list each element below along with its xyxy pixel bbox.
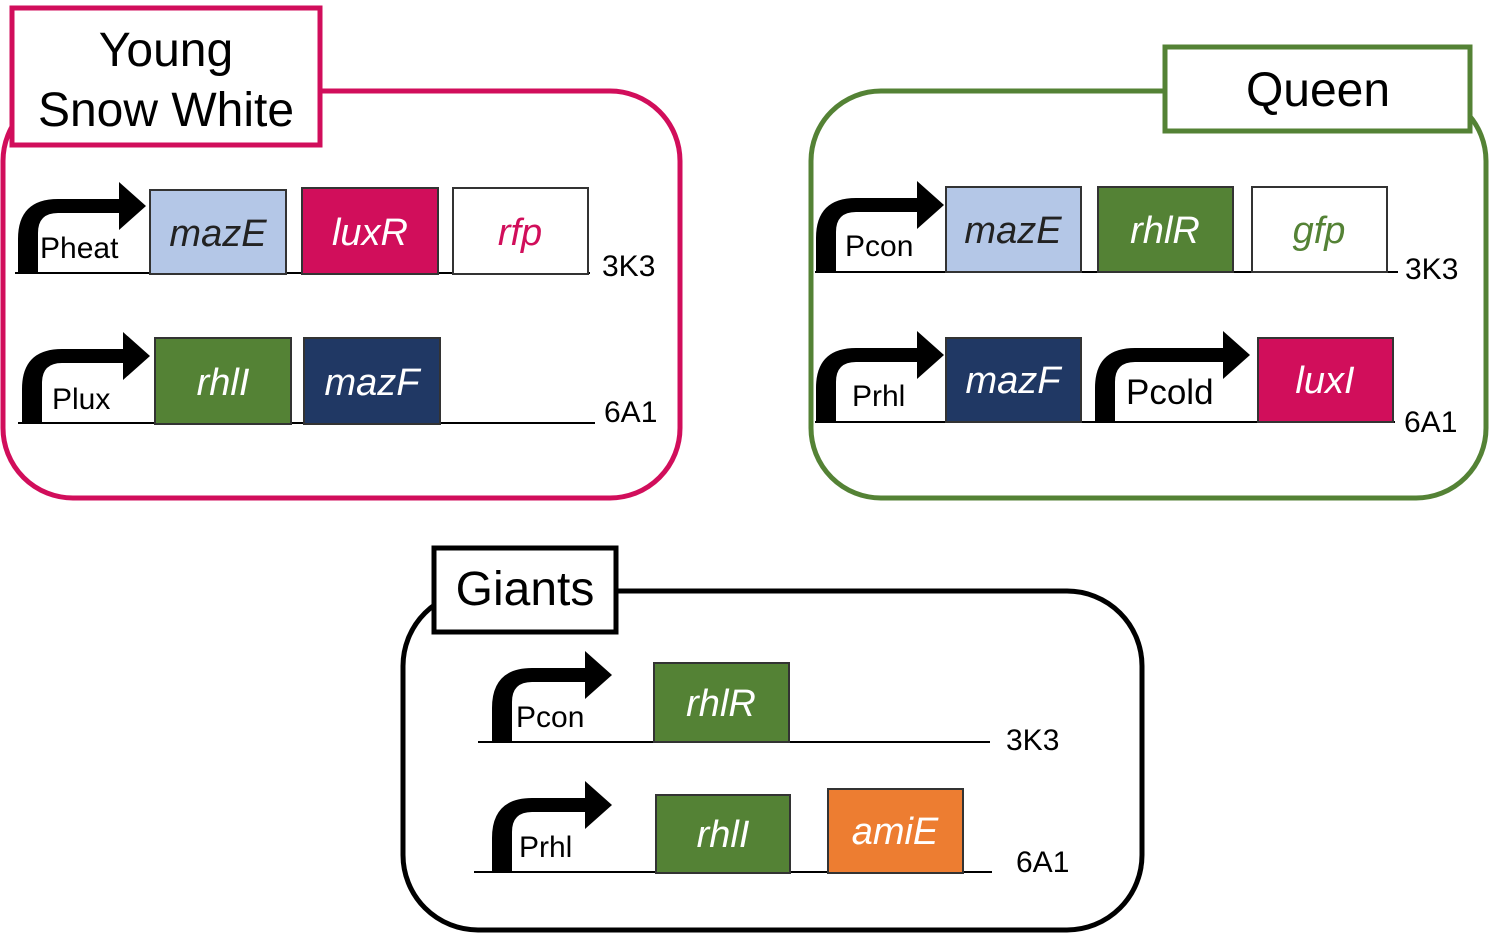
backbone-label: 3K3 <box>1405 253 1458 286</box>
promoter-arrow-icon <box>816 181 944 272</box>
snow-white-title-box <box>9 5 323 148</box>
gene-box-rhli <box>154 337 292 425</box>
gene-box-rhlr <box>1097 186 1234 273</box>
queen-construct-1: Pcon mazE rhlR gfp 3K3 <box>815 181 1458 286</box>
gene-label-luxi: luxI <box>1295 360 1355 402</box>
gene-label-rfp: rfp <box>498 212 542 254</box>
gene-label-maze: mazE <box>169 213 267 255</box>
queen-panel-border <box>808 88 1489 501</box>
gene-box-luxr <box>301 187 439 275</box>
promoter-label: Pheat <box>40 232 119 265</box>
gene-label-rhli: rhlI <box>697 814 750 856</box>
giants-panel: Giants Pcon rhlR 3K3 Prhl rhlI amiE 6A1 <box>400 545 1145 933</box>
gene-label-rhlr: rhlR <box>686 683 756 725</box>
queen-construct-2: Prhl mazF Pcold luxI 6A1 <box>815 331 1457 439</box>
queen-title: Queen <box>1246 64 1390 117</box>
backbone-label: 3K3 <box>602 250 655 283</box>
gene-box-luxi <box>1257 337 1394 423</box>
giants-construct-2: Prhl rhlI amiE 6A1 <box>474 781 1069 879</box>
gene-label-luxr: luxR <box>332 212 408 254</box>
backbone-label: 6A1 <box>1404 406 1457 439</box>
gene-box-mazf <box>303 337 441 425</box>
snow-white-title-line-1: Young <box>99 24 233 77</box>
gene-box-gfp <box>1251 186 1388 273</box>
promoter-arrow-icon <box>492 651 612 742</box>
backbone-label: 6A1 <box>604 396 657 429</box>
promoter-label: Pcon <box>516 701 584 734</box>
giants-panel-border <box>400 588 1145 933</box>
snow-white-panel: Young Snow White Pheat mazE luxR rfp 3K3… <box>0 5 683 501</box>
backbone-label: 6A1 <box>1016 846 1069 879</box>
gene-label-amie: amiE <box>852 811 939 853</box>
gene-label-maze: mazE <box>964 210 1062 252</box>
backbone-label: 3K3 <box>1006 724 1059 757</box>
snow-white-construct-1: Pheat mazE luxR rfp 3K3 <box>15 182 655 283</box>
snow-white-construct-2: Plux rhlI mazF 6A1 <box>18 332 657 429</box>
promoter-arrow-icon <box>1095 331 1250 422</box>
queen-title-box <box>1162 44 1473 134</box>
queen-panel: Queen Pcon mazE rhlR gfp 3K3 Prhl mazF <box>808 44 1489 501</box>
gene-label-rhlr: rhlR <box>1130 210 1200 252</box>
gene-box-rfp <box>452 187 589 275</box>
gene-box-maze <box>149 189 287 275</box>
promoter-label: Plux <box>52 383 110 416</box>
giants-construct-1: Pcon rhlR 3K3 <box>478 651 1059 757</box>
gene-box-amie <box>827 788 964 874</box>
gene-box-rhli <box>655 794 791 874</box>
promoter-arrow-icon <box>492 781 612 872</box>
promoter-arrow-icon <box>22 332 150 423</box>
gene-box-maze <box>945 186 1082 273</box>
promoter-arrow-icon <box>18 182 146 273</box>
gene-label-rhli: rhlI <box>197 362 250 404</box>
promoter-label: Pcon <box>845 230 913 263</box>
promoter-arrow-icon <box>816 331 944 422</box>
gene-label-mazf: mazF <box>325 362 422 404</box>
gene-label-mazf: mazF <box>966 360 1063 402</box>
promoter-label: Prhl <box>852 380 905 413</box>
giants-title-box <box>431 545 619 635</box>
promoter-label: Pcold <box>1126 373 1214 412</box>
giants-title: Giants <box>456 563 595 616</box>
gene-box-rhlr <box>653 662 790 743</box>
gene-label-gfp: gfp <box>1293 210 1346 252</box>
snow-white-panel-border <box>0 88 683 501</box>
snow-white-title-line-2: Snow White <box>38 84 294 137</box>
promoter-label: Prhl <box>519 831 572 864</box>
gene-box-mazf <box>945 337 1082 423</box>
